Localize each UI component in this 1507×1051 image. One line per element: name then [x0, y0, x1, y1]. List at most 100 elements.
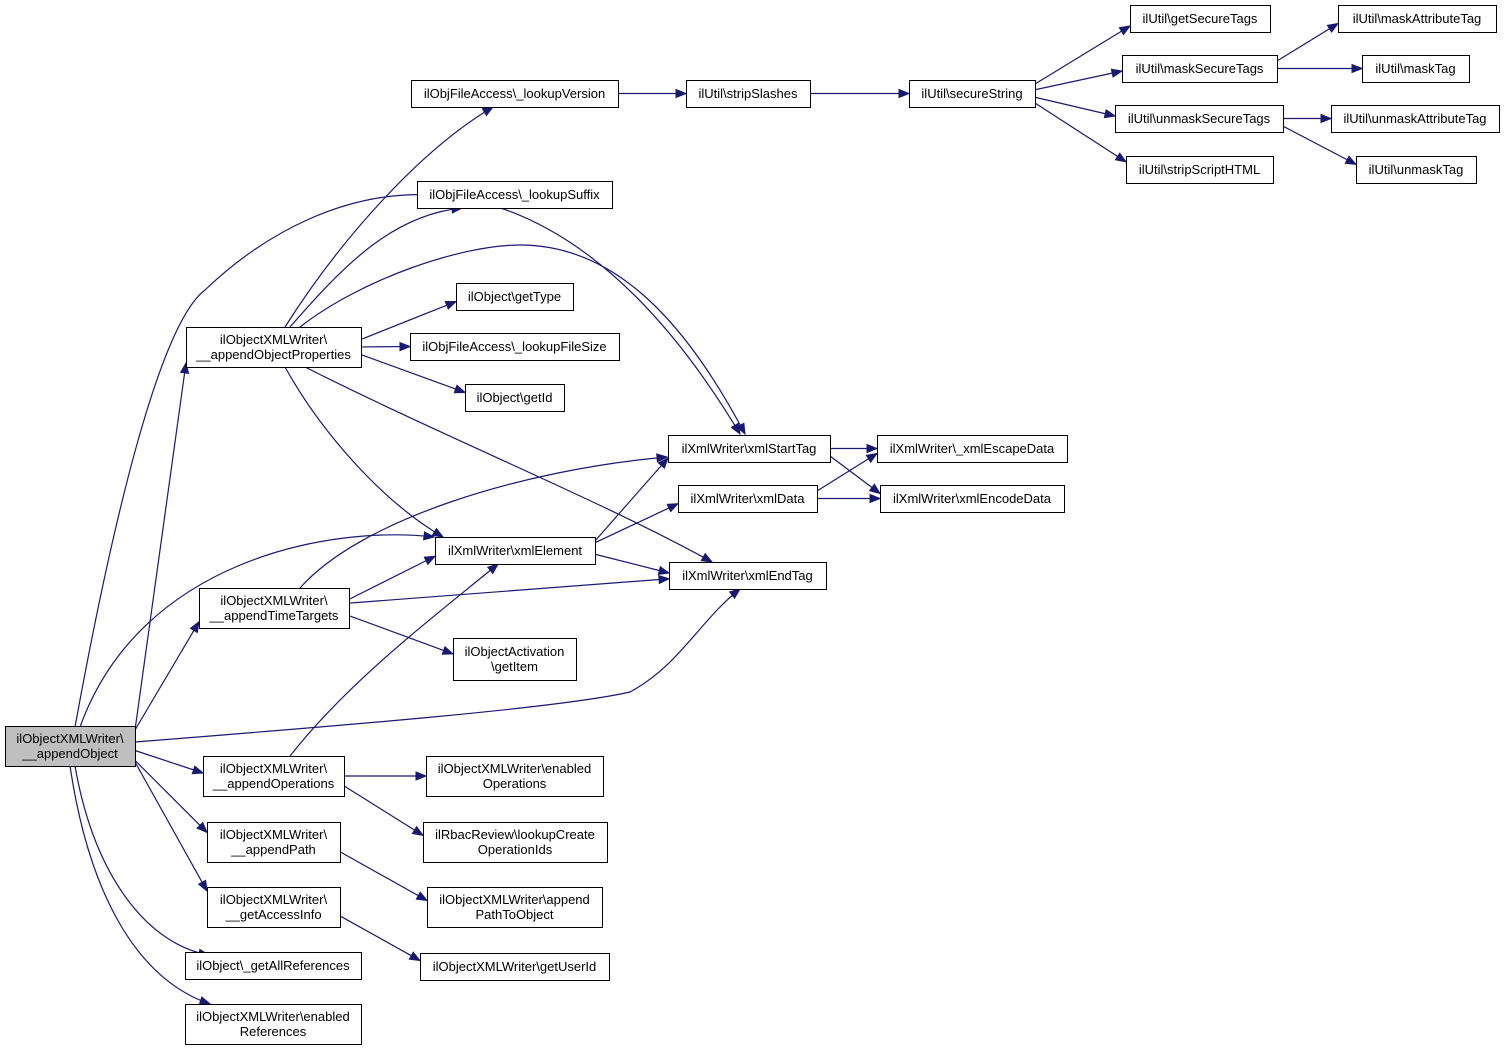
edge-line	[134, 588, 741, 743]
node-encodeData[interactable]: ilXmlWriter\xmlEncodeData	[880, 485, 1065, 513]
arrowhead	[675, 88, 688, 99]
node-label: ilObjectXMLWriter\	[220, 332, 328, 347]
node-box	[1331, 105, 1500, 133]
edge-line	[360, 300, 457, 340]
edge-xmlData-to-escapeData	[816, 452, 879, 492]
edge-line	[816, 452, 878, 492]
node-unmaskSecureTags[interactable]: ilUtil\unmaskSecureTags	[1115, 105, 1284, 133]
node-secureString[interactable]: ilUtil\secureString	[909, 80, 1036, 108]
edge-maskSecureTags-to-maskTag	[1277, 63, 1364, 74]
node-root[interactable]: ilObjectXMLWriter\__appendObject	[5, 726, 136, 767]
node-maskTag[interactable]: ilUtil\maskTag	[1362, 55, 1470, 83]
node-label: ilObject\getId	[477, 390, 553, 405]
node-path[interactable]: ilObjectXMLWriter\__appendPath	[207, 822, 341, 863]
node-box	[1122, 55, 1278, 83]
node-label: ilObjectXMLWriter\	[220, 761, 328, 776]
node-box	[423, 822, 608, 863]
edge-ops-to-lookupCreate	[343, 785, 425, 837]
node-props[interactable]: ilObjectXMLWriter\__appendObjectProperti…	[186, 327, 362, 368]
arrowhead	[441, 645, 455, 655]
edge-timeTargets-to-xmlStartTag	[299, 453, 669, 589]
node-getSecureTags[interactable]: ilUtil\getSecureTags	[1130, 5, 1271, 33]
node-label: ilXmlWriter\xmlEndTag	[682, 568, 813, 583]
node-box	[909, 80, 1036, 108]
node-allRefs[interactable]: ilObject\_getAllReferences	[185, 952, 362, 980]
arrowhead	[1110, 68, 1124, 78]
node-xmlData[interactable]: ilXmlWriter\xmlData	[678, 485, 818, 513]
node-maskAttributeTag[interactable]: ilUtil\maskAttributeTag	[1338, 5, 1497, 33]
node-xmlElement[interactable]: ilXmlWriter\xmlElement	[435, 537, 596, 565]
node-access[interactable]: ilObjectXMLWriter\__getAccessInfo	[207, 887, 341, 928]
node-getType[interactable]: ilObject\getType	[456, 283, 574, 311]
edge-line	[284, 366, 444, 538]
node-label: ilXmlWriter\xmlData	[691, 491, 806, 506]
node-escapeData[interactable]: ilXmlWriter\_xmlEscapeData	[877, 435, 1068, 463]
edge-unmaskSecureTags-to-unmaskTag	[1282, 125, 1358, 166]
arrowhead	[423, 531, 436, 541]
edge-root-to-xmlElement	[79, 531, 436, 728]
edge-line	[134, 759, 208, 833]
edge-line	[1034, 102, 1127, 163]
node-box	[5, 726, 136, 767]
node-box	[668, 435, 831, 463]
arrowhead	[198, 996, 212, 1006]
edge-timeTargets-to-xmlEndTag	[348, 574, 671, 604]
node-box	[207, 887, 341, 928]
node-box	[686, 80, 811, 108]
edge-props-to-xmlEndTag	[304, 366, 714, 563]
node-stripSlashes[interactable]: ilUtil\stripSlashes	[686, 80, 811, 108]
edge-line	[1034, 70, 1123, 91]
node-unmaskAttributeTag[interactable]: ilUtil\unmaskAttributeTag	[1331, 105, 1500, 133]
edge-line	[348, 578, 670, 604]
node-label: __getAccessInfo	[224, 907, 321, 922]
node-lookupVersion[interactable]: ilObjFileAccess\_lookupVersion	[411, 80, 619, 108]
edges-layer	[69, 22, 1364, 1006]
arrowhead	[657, 456, 669, 470]
node-box	[877, 435, 1068, 463]
edge-line	[1282, 125, 1357, 165]
node-label: ilXmlWriter\xmlStartTag	[682, 441, 817, 456]
edge-line	[284, 106, 494, 328]
edge-stripSlashes-to-secureString	[810, 88, 911, 99]
node-label: ilObjFileAccess\_lookupVersion	[424, 86, 605, 101]
node-lookupSuffix[interactable]: ilObjFileAccess\_lookupSuffix	[417, 181, 613, 209]
arrowhead	[431, 527, 445, 538]
edge-root-to-path	[134, 759, 208, 834]
node-timeTargets[interactable]: ilObjectXMLWriter\__appendTimeTargets	[199, 588, 350, 629]
arrowhead	[415, 891, 429, 902]
node-getId[interactable]: ilObject\getId	[465, 384, 565, 412]
node-label: ilXmlWriter\xmlEncodeData	[893, 491, 1052, 506]
edge-line	[594, 503, 679, 544]
node-label: ilUtil\unmaskTag	[1369, 162, 1464, 177]
arrowhead	[411, 825, 425, 837]
node-getUserId[interactable]: ilObjectXMLWriter\getUserId	[420, 953, 610, 981]
node-box	[1338, 5, 1497, 33]
arrowhead	[735, 422, 746, 436]
node-maskSecureTags[interactable]: ilUtil\maskSecureTags	[1122, 55, 1278, 83]
node-stripScriptHTML[interactable]: ilUtil\stripScriptHTML	[1126, 156, 1274, 184]
edge-root-to-ops	[134, 749, 205, 775]
node-label: Operations	[483, 776, 547, 791]
edge-xmlElement-to-xmlStartTag	[594, 456, 669, 542]
node-ops[interactable]: ilObjectXMLWriter\__appendOperations	[203, 756, 345, 797]
node-xmlStartTag[interactable]: ilXmlWriter\xmlStartTag	[668, 435, 831, 463]
node-label: ilObjectXMLWriter\getUserId	[433, 959, 597, 974]
edge-secureString-to-maskSecureTags	[1034, 68, 1124, 91]
arrowhead	[1320, 113, 1333, 124]
nodes-layer: ilObjectXMLWriter\__appendObjectilObject…	[5, 5, 1500, 1045]
edge-root-to-xmlEndTag	[134, 588, 742, 743]
node-label: __appendObject	[21, 746, 118, 761]
node-getItem[interactable]: ilObjectActivation\getItem	[453, 638, 577, 681]
node-xmlEndTag[interactable]: ilXmlWriter\xmlEndTag	[669, 562, 827, 590]
edge-line	[343, 785, 424, 836]
node-box	[199, 588, 350, 629]
edge-root-to-props	[134, 361, 190, 731]
node-lookupFileSize[interactable]: ilObjFileAccess\_lookupFileSize	[410, 333, 620, 361]
edge-line	[304, 366, 713, 563]
node-unmaskTag[interactable]: ilUtil\unmaskTag	[1356, 156, 1477, 184]
node-label: ilObjectXMLWriter\	[16, 731, 124, 746]
